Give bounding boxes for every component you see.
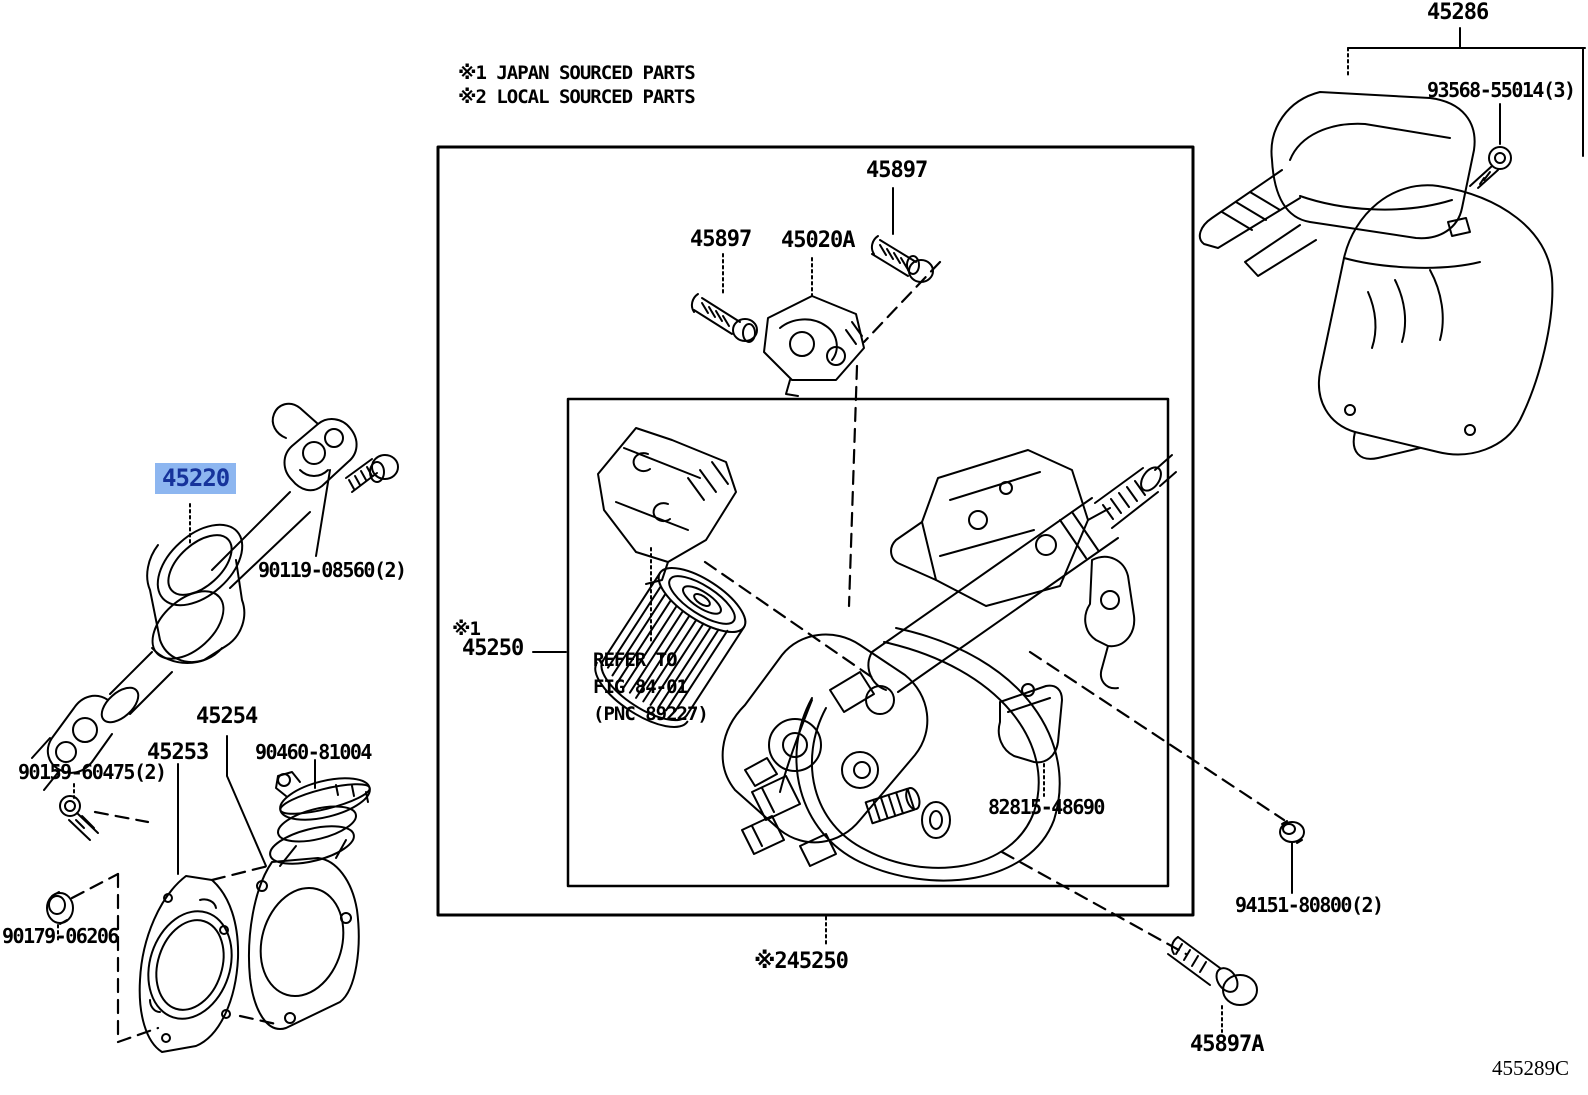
part-label-90460[interactable]: 90460-81004 — [255, 740, 372, 764]
part-label-45254[interactable]: 45254 — [196, 704, 258, 729]
column-bracket-upper-left-drawing — [597, 427, 737, 585]
refer-note-line2: FIG 84-01 — [593, 676, 688, 698]
wire-clamp-82815-drawing — [997, 683, 1063, 797]
column-cover-switch-arm-drawing — [1198, 169, 1317, 277]
wire-harness-loop-drawing — [741, 627, 1061, 882]
dashed-links-bottom-right — [1000, 650, 1286, 956]
leader-90119 — [315, 469, 331, 557]
dashed-45897-to-45020a — [847, 260, 942, 608]
bolt-45897a-drawing — [1167, 936, 1258, 1033]
screw-93568-drawing — [1469, 146, 1512, 189]
note-local-sourced: ※2 LOCAL SOURCED PARTS — [458, 86, 696, 108]
dashed-bracket-to-column — [703, 560, 878, 682]
refer-note-line3: (PNC 89227) — [593, 703, 709, 725]
outer-assembly-box — [436, 145, 1195, 917]
drawing-code: 455289C — [1492, 1056, 1570, 1080]
refer-note-line1: REFER TO — [593, 649, 678, 671]
part-label-45253[interactable]: 45253 — [147, 740, 209, 765]
ref-mark-1: ※1 — [452, 618, 481, 640]
column-mount-bracket-drawing — [890, 449, 1111, 607]
hanging-bracket-drawing — [1084, 555, 1136, 690]
bolt-90159-drawing — [59, 783, 99, 841]
part-label-45897-top[interactable]: 45897 — [866, 158, 928, 183]
cover-plate-45253-drawing — [138, 875, 240, 1053]
note-japan-sourced: ※1 JAPAN SOURCED PARTS — [458, 62, 696, 84]
part-label-45897a[interactable]: 45897A — [1190, 1032, 1264, 1057]
leader-45254 — [226, 735, 267, 867]
part-label-93568[interactable]: 93568-55014(3) — [1427, 78, 1576, 102]
column-lower-cover-drawing — [1318, 184, 1554, 460]
nut-90179-drawing — [46, 891, 74, 943]
part-label-94151[interactable]: 94151-80800(2) — [1235, 893, 1384, 917]
bolt-45897-left-drawing — [690, 293, 758, 343]
gear-housing-drawing — [721, 633, 951, 844]
leader-45286-bracket — [1347, 27, 1586, 157]
part-label-45020a[interactable]: 45020A — [781, 228, 855, 253]
hose-clamp-90460-drawing — [275, 771, 371, 821]
bolt-90119-drawing — [345, 454, 399, 493]
part-label-45286[interactable]: 45286 — [1427, 0, 1489, 25]
part-label-82815[interactable]: 82815-48690 — [988, 795, 1105, 819]
part-label-45250-local[interactable]: ※245250 — [754, 949, 849, 974]
dashed-links-lower-left — [70, 810, 278, 1044]
part-label-90119[interactable]: 90119-08560(2) — [258, 558, 407, 582]
part-label-45250[interactable]: 45250 — [462, 636, 524, 661]
column-tube-drawing — [867, 454, 1177, 693]
assist-motor-cylinder-drawing — [594, 567, 747, 728]
bolt-45897-top-drawing — [870, 235, 934, 283]
part-label-90159[interactable]: 90159-60475(2) — [18, 760, 167, 784]
inner-assembly-box — [566, 397, 1170, 888]
clamp-45020a-drawing — [763, 295, 865, 397]
part-label-45220[interactable]: 45220 — [155, 463, 237, 494]
part-label-45897-left[interactable]: 45897 — [690, 227, 752, 252]
boot-45254-drawing — [247, 805, 360, 1030]
part-label-90179[interactable]: 90179-06206 — [2, 924, 119, 948]
column-upper-cover-drawing — [1270, 91, 1476, 240]
intermediate-shaft-drawing — [31, 402, 358, 791]
nut-94151-drawing — [1279, 820, 1305, 894]
